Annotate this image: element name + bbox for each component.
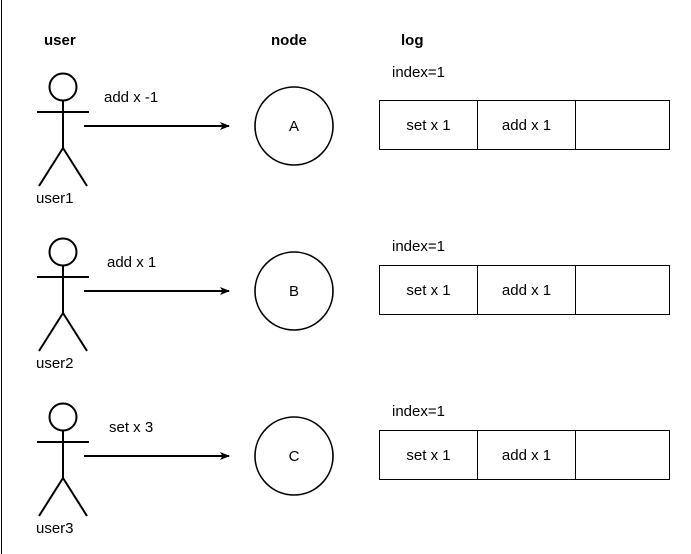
node-label-b: B [288, 283, 299, 300]
stick-figure-icon-user1 [37, 72, 89, 187]
actor-label-user2: user2 [36, 355, 74, 372]
actor-label-user3: user3 [36, 520, 74, 537]
column-header-log: log [401, 32, 424, 49]
log-cell[interactable]: add x 1 [477, 265, 576, 315]
log-cell[interactable]: add x 1 [477, 430, 576, 480]
stick-figure-icon-user3 [37, 402, 89, 517]
log-cell[interactable]: set x 1 [379, 430, 478, 480]
column-header-node: node [271, 32, 307, 49]
log-cell[interactable]: set x 1 [379, 100, 478, 150]
log-cell[interactable]: add x 1 [477, 100, 576, 150]
node-circle-a [254, 86, 334, 166]
node-label-a: A [288, 118, 299, 135]
log-table-row-1: set x 1 add x 1 [379, 100, 670, 150]
actor-label-user1: user1 [36, 190, 74, 207]
page-border-left [1, 0, 2, 554]
log-cell-empty[interactable] [575, 430, 670, 480]
stick-figure-icon-user2 [37, 237, 89, 352]
table-row: set x 1 add x 1 [379, 430, 670, 480]
log-table-row-2: set x 1 add x 1 [379, 265, 670, 315]
table-row: set x 1 add x 1 [379, 100, 670, 150]
index-label-row-3: index=1 [392, 403, 445, 420]
column-header-user: user [44, 32, 76, 49]
log-cell-empty[interactable] [575, 265, 670, 315]
edge-label-row-2: add x 1 [107, 254, 157, 271]
log-cell-empty[interactable] [575, 100, 670, 150]
index-label-row-1: index=1 [392, 64, 445, 81]
log-cell[interactable]: set x 1 [379, 265, 478, 315]
index-label-row-2: index=1 [392, 238, 445, 255]
table-row: set x 1 add x 1 [379, 265, 670, 315]
node-circle-b [254, 251, 334, 331]
node-circle-c [254, 416, 334, 496]
log-table-row-3: set x 1 add x 1 [379, 430, 670, 480]
edge-label-row-1: add x -1 [104, 89, 159, 106]
edge-label-row-3: set x 3 [109, 419, 154, 436]
node-label-c: C [288, 448, 300, 465]
